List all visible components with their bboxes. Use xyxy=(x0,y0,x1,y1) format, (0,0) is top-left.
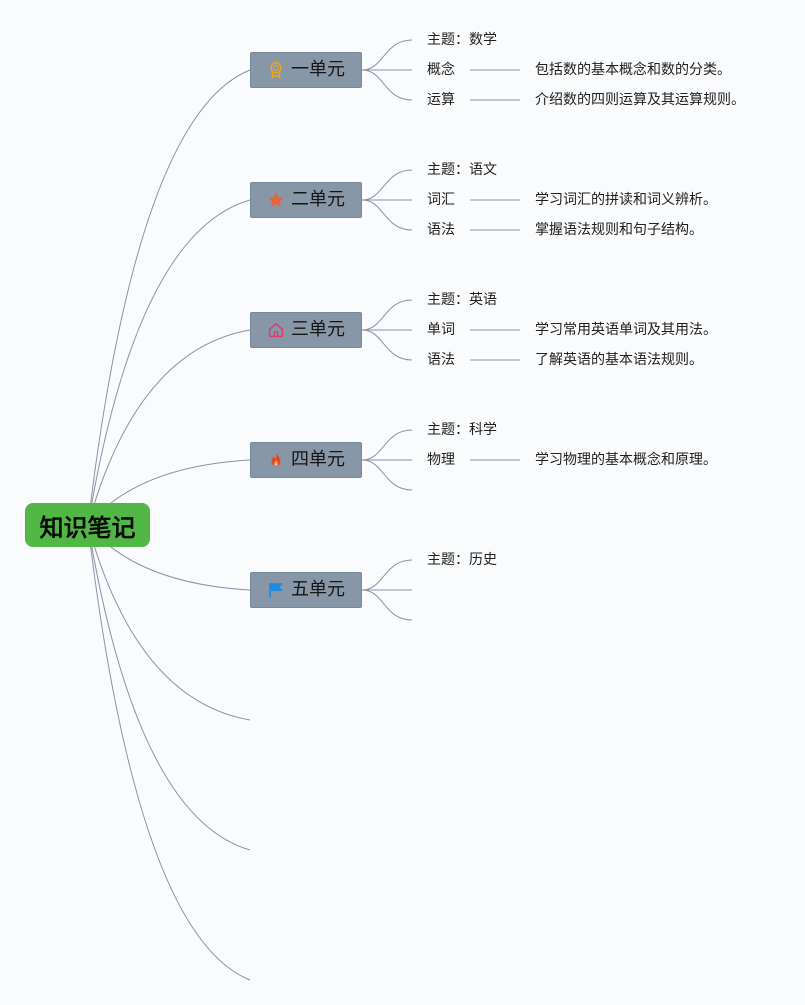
fire-icon xyxy=(267,451,285,469)
subtopic-label[interactable]: 主题：英语 xyxy=(427,292,497,308)
subtopic-label[interactable]: 单词 xyxy=(427,322,455,338)
subtopic-label[interactable]: 物理 xyxy=(427,452,455,468)
flag-icon xyxy=(267,581,285,599)
branch-topic-label: 二单元 xyxy=(291,189,345,210)
subtopic-label[interactable]: 运算 xyxy=(427,92,455,108)
branch-topic-label: 三单元 xyxy=(291,319,345,340)
subtopic-label[interactable]: 语法 xyxy=(427,352,455,368)
branch-topic-label: 五单元 xyxy=(291,579,345,600)
subtopic-connector xyxy=(361,299,413,331)
home-icon xyxy=(267,321,285,339)
subtopic-label[interactable]: 主题：语文 xyxy=(427,162,497,178)
subtopic-connector xyxy=(361,429,413,461)
root-connector xyxy=(87,524,251,981)
subtopic-label[interactable]: 主题：科学 xyxy=(427,422,497,438)
subtopic-connector xyxy=(361,39,413,71)
root-connector xyxy=(87,329,251,526)
subtopic-label[interactable]: 主题：历史 xyxy=(427,552,497,568)
subtopic-connector xyxy=(361,559,413,591)
root-topic[interactable]: 知识笔记 xyxy=(25,503,150,547)
subtopic-connector xyxy=(361,459,413,491)
subtopic-label[interactable]: 语法 xyxy=(427,222,455,238)
root-topic-label: 知识笔记 xyxy=(39,513,136,542)
branch-topic-label: 四单元 xyxy=(291,449,345,470)
subtopic-label[interactable]: 主题：数学 xyxy=(427,32,497,48)
award-icon xyxy=(267,61,285,79)
subtopic-detail[interactable]: 包括数的基本概念和数的分类。 xyxy=(535,62,731,78)
star-icon xyxy=(267,191,285,209)
branch-topic[interactable]: 四单元 xyxy=(250,442,362,478)
branch-topic-label: 一单元 xyxy=(291,59,345,80)
subtopic-connector xyxy=(361,169,413,201)
root-connector xyxy=(87,199,251,526)
branch-topic[interactable]: 五单元 xyxy=(250,572,362,608)
root-connector xyxy=(87,524,251,721)
subtopic-detail[interactable]: 介绍数的四则运算及其运算规则。 xyxy=(535,92,745,108)
subtopic-connector xyxy=(361,199,413,231)
root-connector xyxy=(87,524,251,851)
root-connector xyxy=(87,69,251,526)
subtopic-detail[interactable]: 学习常用英语单词及其用法。 xyxy=(535,322,717,338)
subtopic-detail[interactable]: 掌握语法规则和句子结构。 xyxy=(535,222,703,238)
branch-topic[interactable]: 三单元 xyxy=(250,312,362,348)
subtopic-connector xyxy=(361,589,413,621)
subtopic-connector xyxy=(361,69,413,101)
subtopic-detail[interactable]: 了解英语的基本语法规则。 xyxy=(535,352,703,368)
subtopic-detail[interactable]: 学习词汇的拼读和词义辨析。 xyxy=(535,192,717,208)
subtopic-connector xyxy=(361,329,413,361)
branch-topic[interactable]: 二单元 xyxy=(250,182,362,218)
subtopic-detail[interactable]: 学习物理的基本概念和原理。 xyxy=(535,452,717,468)
subtopic-label[interactable]: 词汇 xyxy=(427,192,455,208)
subtopic-label[interactable]: 概念 xyxy=(427,62,455,78)
branch-topic[interactable]: 一单元 xyxy=(250,52,362,88)
